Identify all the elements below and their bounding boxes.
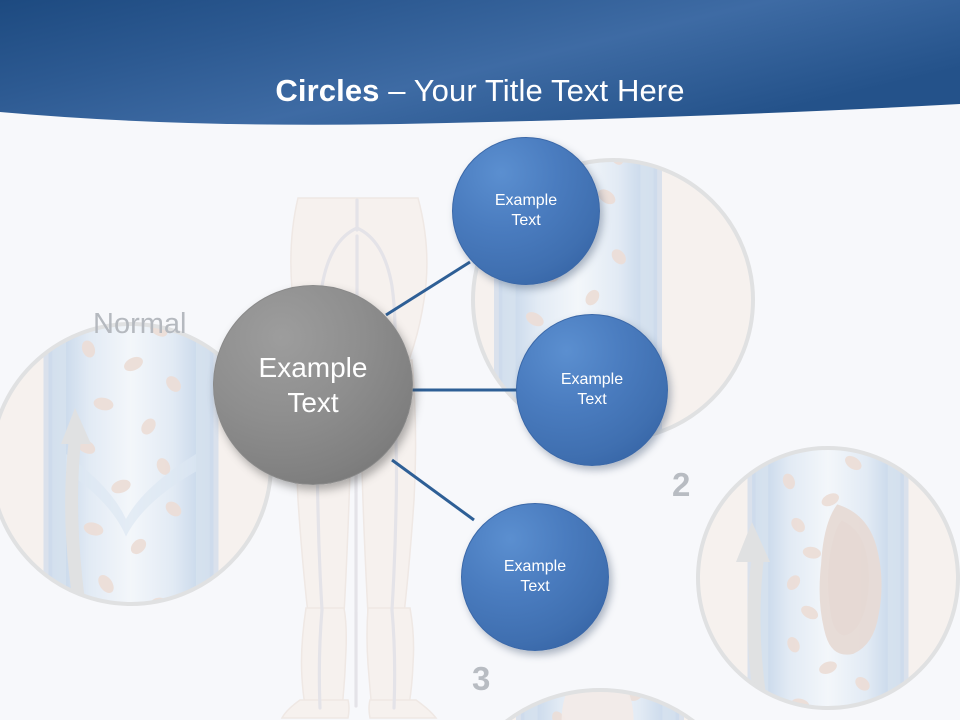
vein-circle-stage-one xyxy=(471,158,755,442)
caption-normal: Normal xyxy=(93,308,187,340)
page-title-strong: Circles xyxy=(275,72,380,108)
node-middle-label-line2: Text xyxy=(577,391,607,408)
page-title-rest: – Your Title Text Here xyxy=(379,72,685,108)
node-top-label-line2: Text xyxy=(511,212,541,229)
node-top[interactable]: Example Text xyxy=(452,137,600,285)
connector-to-bottom xyxy=(391,458,475,522)
center-node[interactable]: Example Text xyxy=(213,285,413,485)
vein-circle-stage-two xyxy=(696,446,960,710)
node-bottom-label: Example Text xyxy=(504,557,566,597)
node-middle-label-line1: Example xyxy=(560,371,624,388)
caption-stage-two: 2 xyxy=(672,466,691,503)
center-node-label: Example Text xyxy=(259,350,368,420)
center-node-label-line1: Example xyxy=(258,352,368,383)
node-middle-label: Example Text xyxy=(561,370,623,410)
caption-stage-three: 3 xyxy=(472,660,491,697)
center-node-label-line2: Text xyxy=(287,387,339,418)
node-bottom[interactable]: Example Text xyxy=(461,503,609,651)
header-band xyxy=(0,0,960,125)
node-bottom-label-line1: Example xyxy=(503,558,567,575)
node-bottom-label-line2: Text xyxy=(520,578,550,595)
node-top-label-line1: Example xyxy=(494,192,558,209)
vein-circle-stage-three xyxy=(445,688,755,720)
connector-to-top xyxy=(385,260,471,317)
node-middle[interactable]: Example Text xyxy=(516,314,668,466)
node-top-label: Example Text xyxy=(495,191,557,231)
page-title: Circles – Your Title Text Here xyxy=(0,73,960,109)
